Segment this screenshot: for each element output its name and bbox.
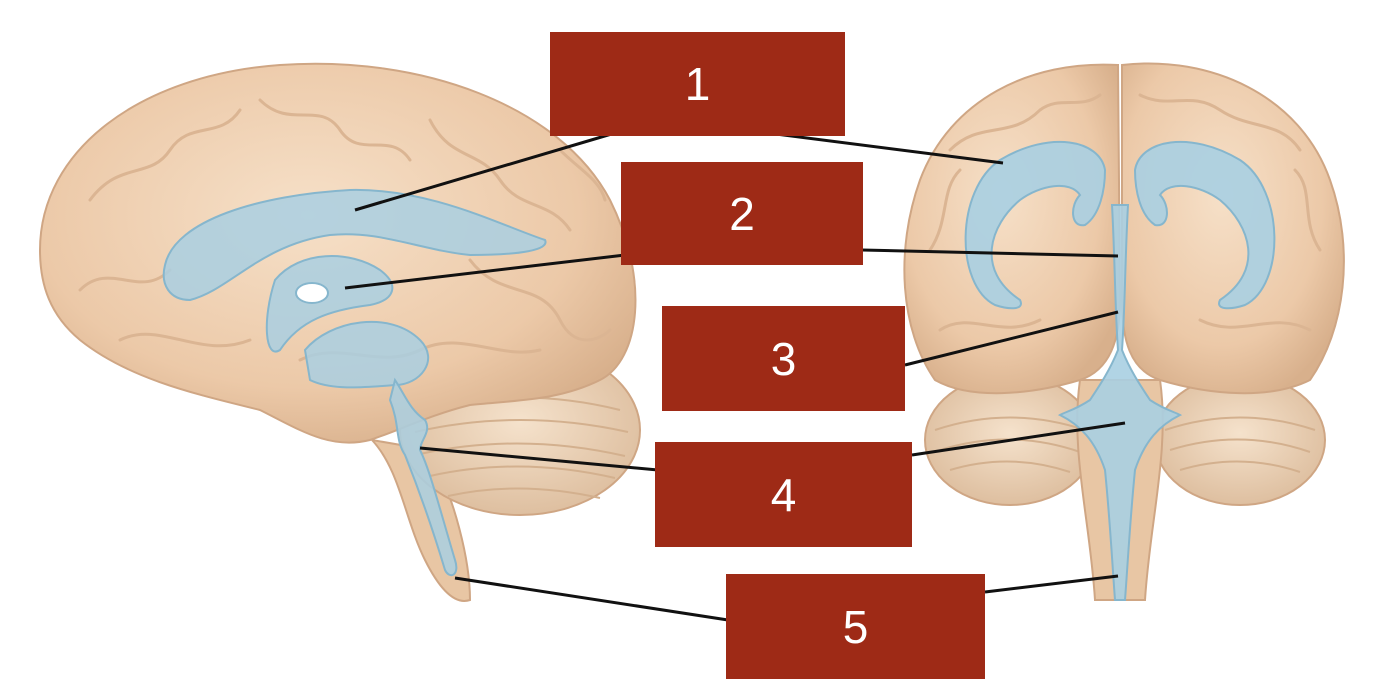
label-text-4: 4	[770, 468, 797, 521]
anterior-left-hemisphere	[903, 63, 1122, 395]
label-text-3: 3	[770, 332, 797, 385]
leader-line-4-left	[419, 446, 659, 472]
label-box-5: 5	[726, 574, 985, 679]
leader-line-5-right	[984, 574, 1119, 594]
leader-line-2-left	[344, 253, 626, 290]
interthalamic-adhesion	[295, 282, 329, 304]
leader-line-1-left	[354, 128, 626, 212]
label-text-2: 2	[729, 187, 755, 240]
label-box-3: 3	[662, 306, 905, 411]
leader-line-2-right	[861, 248, 1119, 258]
label-text-5: 5	[842, 600, 869, 653]
anterior-brain-view	[903, 62, 1345, 601]
anterior-ventricle-system	[964, 140, 1276, 601]
lateral-brain-view	[38, 62, 641, 602]
leader-line-4-right	[911, 421, 1126, 457]
leader-line-3	[904, 310, 1119, 367]
label-box-4: 4	[655, 442, 912, 547]
leader-line-5-left	[454, 576, 729, 622]
lateral-ventricle-system	[162, 188, 547, 577]
label-text-1: 1	[684, 58, 711, 110]
label-box-1: 1	[550, 32, 845, 136]
leader-lines	[344, 128, 1126, 622]
label-box-2: 2	[621, 162, 863, 265]
leader-line-1-right	[759, 130, 1004, 165]
